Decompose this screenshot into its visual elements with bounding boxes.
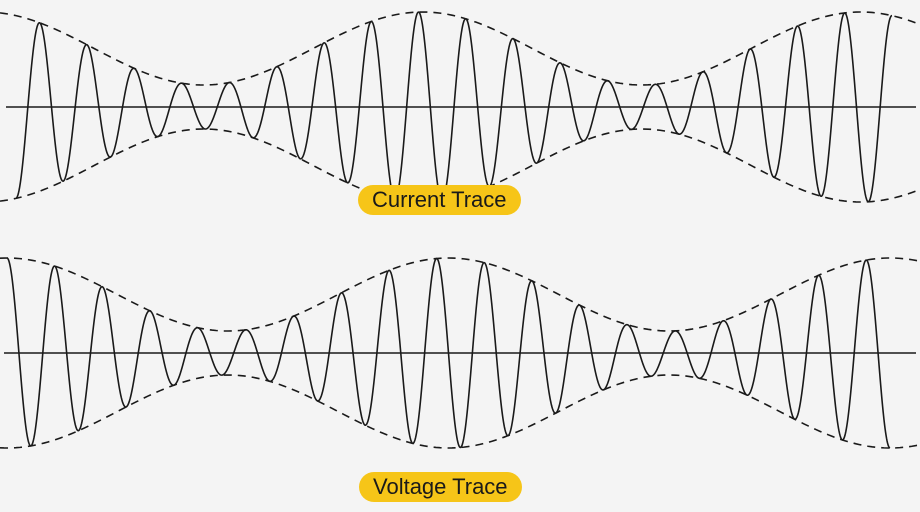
- voltage-trace-label: Voltage Trace: [359, 472, 522, 502]
- voltage-trace-group: [0, 257, 920, 449]
- current-trace-group: [0, 11, 920, 203]
- current-lower-envelope: [0, 128, 920, 203]
- voltage-carrier-wave: [6, 257, 891, 449]
- voltage-lower-envelope: [0, 374, 920, 449]
- current-carrier-wave: [15, 11, 893, 203]
- current-upper-envelope: [0, 11, 920, 86]
- current-trace-label: Current Trace: [358, 185, 521, 215]
- voltage-upper-envelope: [0, 257, 920, 332]
